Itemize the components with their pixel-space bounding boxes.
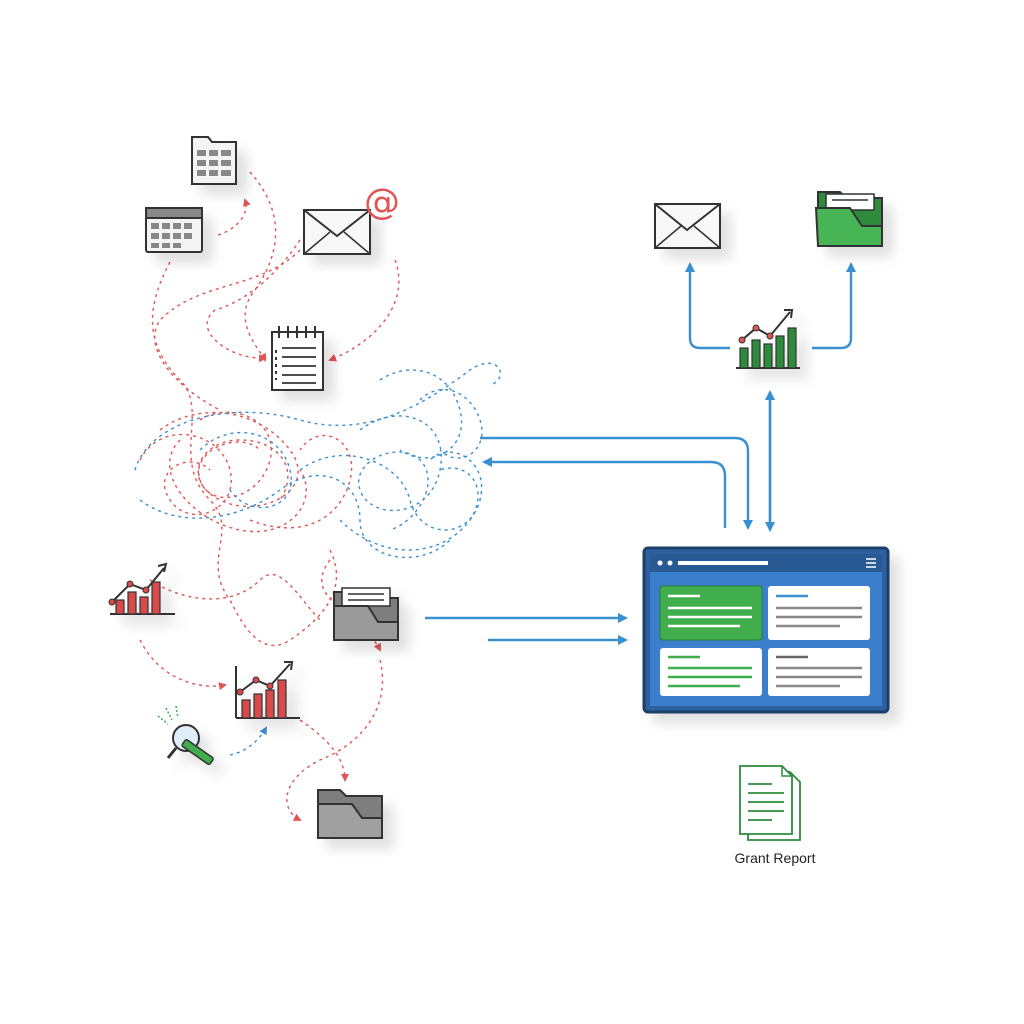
hamburger-menu-icon <box>866 558 876 568</box>
folder-icon <box>814 191 883 247</box>
dashboard-window <box>642 546 890 714</box>
document-icon <box>739 765 801 841</box>
chaos-red-paths <box>139 171 400 821</box>
email-icon <box>654 203 721 249</box>
blue-path <box>139 474 451 559</box>
folder-icon <box>317 789 383 839</box>
notepad-icon <box>271 326 324 391</box>
red-path <box>229 549 338 647</box>
bar-chart-icon <box>108 562 175 615</box>
red-path <box>249 434 353 529</box>
search-tool-icon <box>157 705 214 766</box>
red-path <box>154 249 301 411</box>
red-path <box>198 411 272 499</box>
arrow-chaos-to-dashboard-1 <box>480 436 753 530</box>
flow-arrows <box>425 262 856 645</box>
red-path <box>286 659 384 821</box>
blue-path <box>379 369 463 459</box>
window-dot <box>657 560 663 566</box>
arrow-chart-to-email <box>685 262 730 350</box>
calendar-icon <box>145 207 203 253</box>
arrow-chart-to-folder <box>812 262 856 350</box>
blue-path <box>299 451 483 531</box>
chaos-blue-paths <box>134 362 501 756</box>
blue-path <box>358 415 442 531</box>
email-at-icon <box>303 209 371 255</box>
blue-path <box>339 467 479 551</box>
window-title-bar <box>678 561 768 565</box>
grant-report-label: Grant Report <box>734 850 816 866</box>
at-symbol-icon: @ <box>364 182 400 223</box>
red-path <box>206 239 301 363</box>
dashboard-panel <box>768 586 870 640</box>
blue-path <box>229 726 267 756</box>
red-path <box>217 198 251 236</box>
window-dot <box>667 560 673 566</box>
red-path <box>151 261 231 601</box>
red-path <box>149 573 321 621</box>
folder-icon <box>333 587 399 641</box>
dashboard-panel-green <box>659 585 763 641</box>
growth-chart-icon <box>736 309 800 369</box>
spreadsheet-icon <box>191 136 237 185</box>
red-path <box>139 433 232 516</box>
red-path <box>159 411 299 508</box>
red-path <box>299 719 349 782</box>
blue-path <box>199 431 292 509</box>
dashboard-panel <box>660 648 762 696</box>
bar-chart-icon <box>235 661 300 719</box>
blue-path <box>419 389 483 459</box>
red-path <box>139 639 227 691</box>
blue-path <box>134 362 501 471</box>
red-path <box>328 259 400 362</box>
dashboard-panel <box>768 648 870 696</box>
arrow-dashboard-to-chaos <box>482 457 727 528</box>
